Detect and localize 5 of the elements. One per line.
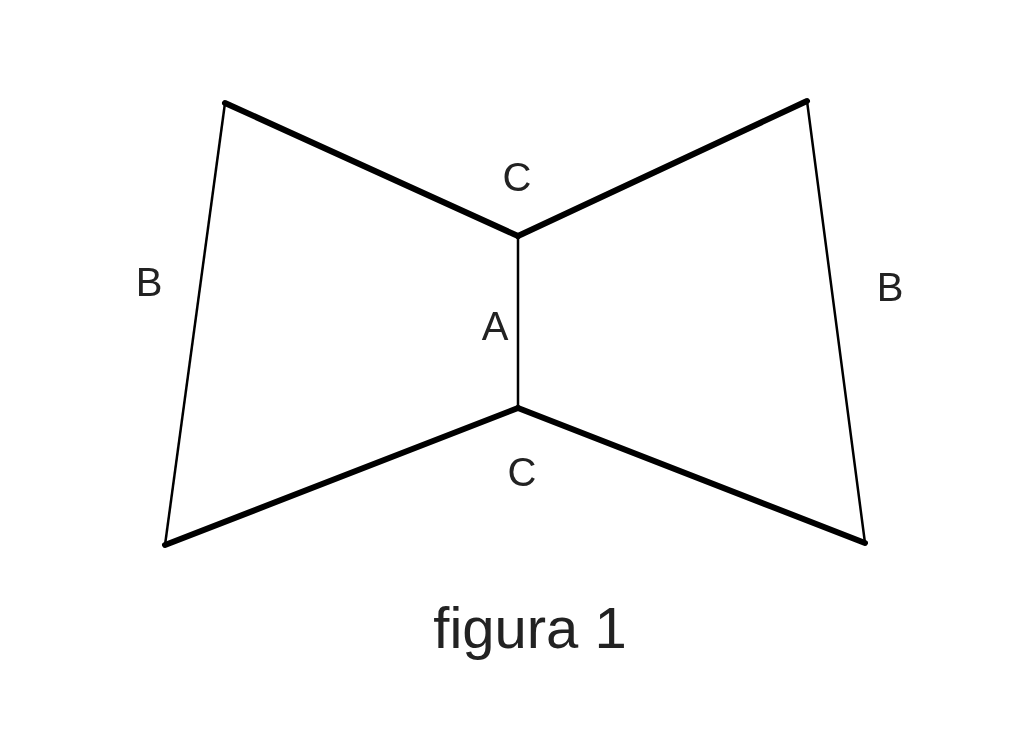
segment-label: C (502, 157, 532, 197)
segment-label: B (876, 267, 904, 307)
segment-label: B (135, 262, 163, 302)
segment-label: C (507, 452, 537, 492)
segment-label: A (481, 306, 509, 346)
